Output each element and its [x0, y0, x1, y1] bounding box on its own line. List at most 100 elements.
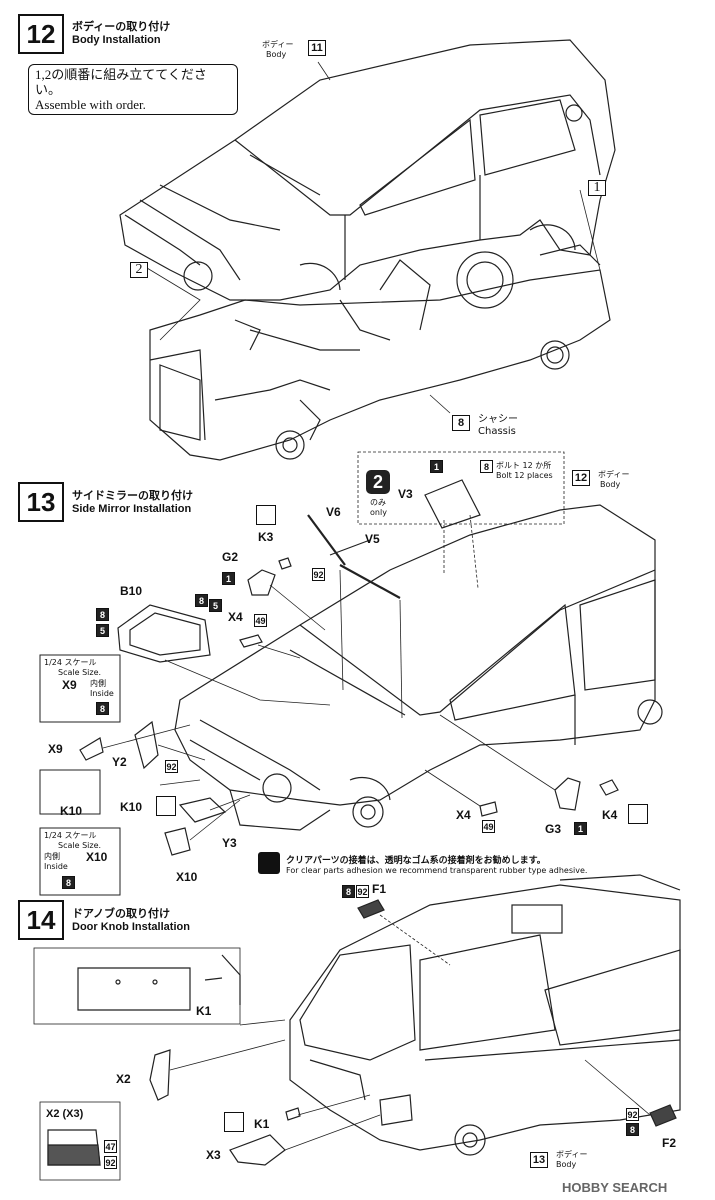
- x10-inside-en: Inside: [44, 862, 68, 871]
- k1-detail-label: K1: [196, 1004, 212, 1018]
- step14-body-jp: ボディー: [556, 1150, 588, 1159]
- x9-inside-en: Inside: [90, 689, 114, 698]
- step14-number: 14: [18, 900, 64, 940]
- k10-detail-label: K10: [60, 804, 83, 818]
- step12-note-jp: 1,2の順番に組み立ててください。: [35, 67, 207, 97]
- f2-runner-8: 8: [626, 1123, 639, 1136]
- x9-scale-jp: 1/24 スケール: [44, 658, 97, 667]
- step13-body-ref: 12: [572, 470, 590, 486]
- f1-runner-8: 8: [342, 885, 355, 898]
- step12-chassis-en: Chassis: [478, 426, 516, 437]
- step12-body-ref: 11: [308, 40, 326, 56]
- step14-body-ref: 13: [530, 1152, 548, 1168]
- y2-runner-92: 92: [165, 760, 178, 773]
- part-x4-right: X4: [456, 808, 471, 822]
- step13-car-drawing: [174, 504, 663, 831]
- x10-runner-8: 8: [62, 876, 75, 889]
- part-x10: X10: [176, 870, 198, 884]
- b10-runner-8: 8: [96, 608, 109, 621]
- x4-runner-49: 49: [254, 614, 267, 627]
- step14-title-jp: ドアノブの取り付け: [72, 907, 171, 920]
- part-g3: G3: [545, 822, 562, 836]
- step13-number: 13: [18, 482, 64, 522]
- part-y3: Y3: [222, 836, 237, 850]
- x10-inside-jp: 内側: [44, 852, 60, 861]
- b10-runner-5: 5: [96, 624, 109, 637]
- k4-attention-icon: [628, 804, 648, 824]
- v5-runner-92: 92: [312, 568, 325, 581]
- part-x2: X2: [116, 1072, 131, 1086]
- step12-number: 12: [18, 14, 64, 54]
- step12-note: 1,2の順番に組み立ててください。 Assemble with order.: [28, 64, 238, 115]
- step12-order-2: 2: [130, 262, 148, 278]
- step12-leaders: [146, 61, 601, 414]
- part-k4: K4: [602, 808, 618, 822]
- mirror-attention-icon: [256, 505, 276, 525]
- clear-parts-jp: クリアパーツの接着は、透明なゴム系の接着剤をお勧めします。: [286, 856, 546, 866]
- part-b10: B10: [120, 584, 143, 598]
- part-k3: K3: [258, 530, 274, 544]
- watermark: HOBBY SEARCH: [562, 1180, 668, 1195]
- x2x3-runner-92: 92: [104, 1156, 117, 1169]
- step12-title-en: Body Installation: [72, 34, 161, 46]
- clear-parts-en: For clear parts adhesion we recommend tr…: [286, 866, 588, 875]
- step13-title-jp: サイドミラーの取り付け: [72, 489, 193, 502]
- part-x9: X9: [48, 742, 63, 756]
- step12-body-jp: ボディー: [262, 40, 294, 49]
- step13-body-en: Body: [600, 480, 621, 489]
- step12-order-1: 1: [588, 180, 606, 196]
- step14-leaders: [33, 914, 651, 1181]
- step12-chassis-ref: 8: [452, 415, 470, 431]
- part-y2: Y2: [112, 755, 127, 769]
- g2-runner-1: 1: [222, 572, 235, 585]
- g3-runner-1: 1: [574, 822, 587, 835]
- f1-runner-92: 92: [356, 885, 369, 898]
- adhesive-icon: [258, 852, 280, 874]
- step14-car-drawing: [47, 874, 681, 1166]
- x2x3-detail-label: X2 (X3): [46, 1108, 84, 1120]
- step13-body-jp: ボディー: [598, 470, 630, 479]
- part-g2: G2: [222, 550, 239, 564]
- x10-scale-label: X10: [86, 850, 108, 864]
- k1-attention-icon: [224, 1112, 244, 1132]
- part-v5: V5: [365, 532, 380, 546]
- k10-attention-icon: [156, 796, 176, 816]
- v3-runner-8: 8: [480, 460, 493, 473]
- x10-scale-en: Scale Size.: [58, 841, 102, 850]
- b10-runner-5b: 5: [209, 599, 222, 612]
- x9-runner-8: 8: [96, 702, 109, 715]
- step12-note-en: Assemble with order.: [35, 97, 146, 112]
- part-v3: V3: [398, 487, 413, 501]
- part-f1: F1: [372, 882, 387, 896]
- part-x3: X3: [206, 1148, 221, 1162]
- x4-right-runner-49: 49: [482, 820, 495, 833]
- bolt-en: Bolt 12 places: [496, 471, 553, 480]
- step12-title-jp: ボディーの取り付け: [72, 20, 171, 33]
- only-jp: のみ: [370, 498, 386, 507]
- step12-chassis-drawing: [149, 244, 611, 461]
- step13-leaders: [102, 451, 565, 841]
- x9-inside-jp: 内側: [90, 679, 106, 688]
- only-en: only: [370, 508, 387, 517]
- part-k10: K10: [120, 800, 143, 814]
- f2-runner-92: 92: [626, 1108, 639, 1121]
- step14-body-en: Body: [556, 1160, 577, 1169]
- x10-scale-jp: 1/24 スケール: [44, 831, 97, 840]
- b10-runner-8b: 8: [195, 594, 208, 607]
- step13-title-en: Side Mirror Installation: [72, 503, 192, 515]
- part-f2: F2: [662, 1136, 677, 1150]
- v3-runner-1: 1: [430, 460, 443, 473]
- x2x3-runner-47: 47: [104, 1140, 117, 1153]
- step12-body-en: Body: [266, 50, 287, 59]
- x9-scale-en: Scale Size.: [58, 668, 102, 677]
- step12-chassis-jp: シャシー: [478, 414, 518, 425]
- part-x4: X4: [228, 610, 243, 624]
- x9-scale-label: X9: [62, 678, 77, 692]
- step13-parts-drawing: [79, 479, 619, 856]
- part-k1: K1: [254, 1117, 270, 1131]
- step14-title-en: Door Knob Installation: [72, 921, 190, 933]
- only-step-badge: 2: [366, 470, 390, 494]
- bolt-jp: ボルト 12 か所: [496, 461, 552, 470]
